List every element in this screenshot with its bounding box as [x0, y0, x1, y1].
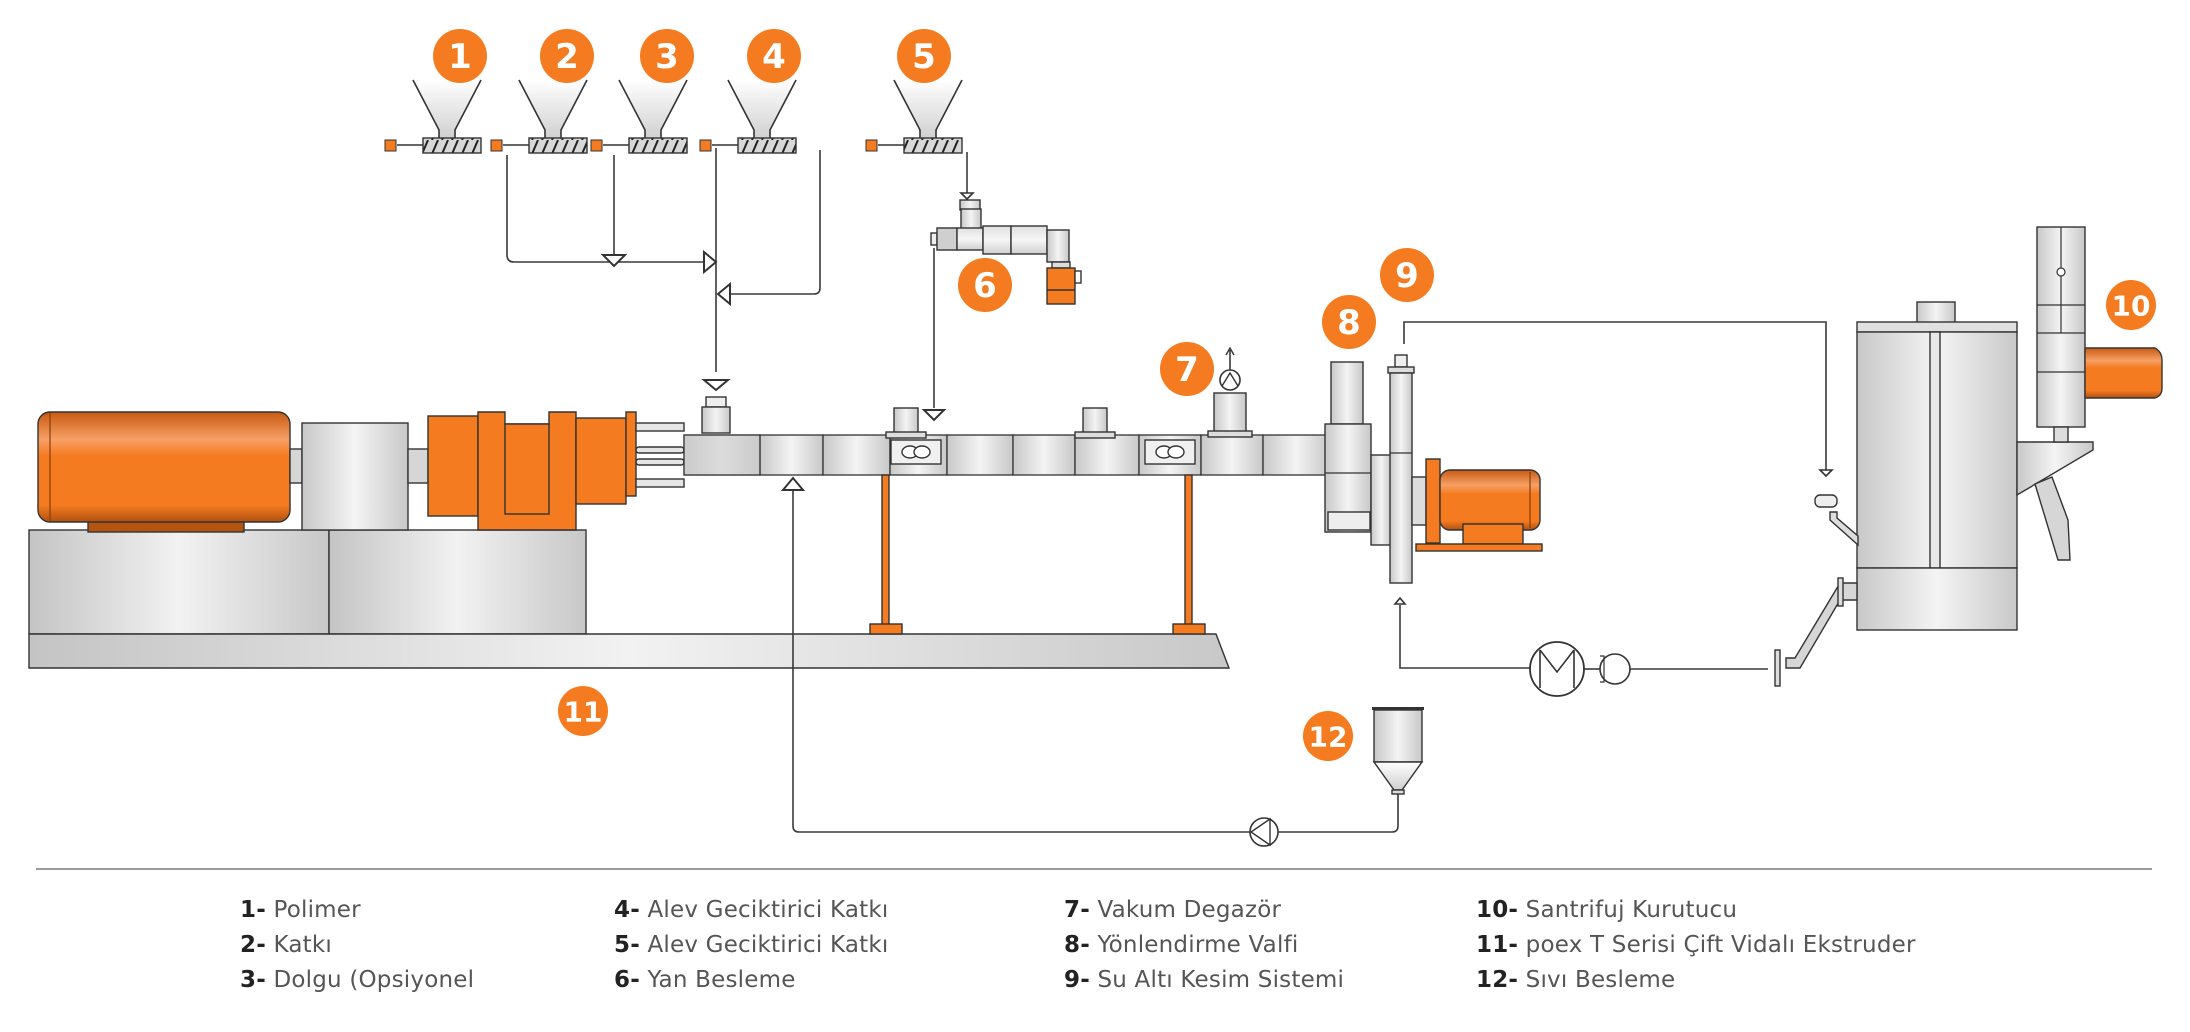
badge-number: 3: [655, 37, 679, 77]
arrow-down-icon: [921, 409, 947, 422]
dosing-feeder: [865, 79, 963, 154]
barrel-zone: [1200, 434, 1264, 476]
badge-number: 12: [1309, 721, 1348, 754]
legend-item: 2- Katkı: [240, 932, 332, 958]
legend-item: 12- Sıvı Besleme: [1476, 967, 1676, 993]
badge-number: 2: [555, 37, 579, 77]
barrel-ports: [701, 396, 1116, 439]
badge-6: 6: [958, 258, 1012, 312]
feeder-motor: [490, 139, 503, 152]
legend-item: 5- Alev Geciktirici Katkı: [614, 932, 889, 958]
vacuum-degassing: [1207, 346, 1253, 438]
feed-lines: [506, 148, 975, 422]
barrel-zone: [1262, 434, 1330, 476]
feeder-motor: [590, 139, 603, 152]
arrow-down-icon: [959, 192, 975, 201]
badge-2: 2: [540, 29, 594, 83]
dosing-feeder: [384, 79, 482, 154]
main-motor: [37, 411, 303, 533]
arrow-up-icon: [1393, 596, 1407, 605]
dosing-feeder: [490, 79, 588, 154]
legend-item: 8- Yönlendirme Valfi: [1064, 932, 1299, 958]
dosing-feeder: [590, 79, 688, 154]
badge-4: 4: [747, 29, 801, 83]
water-return-loop: [1393, 596, 1768, 697]
barrel-zone: [1074, 434, 1140, 476]
badge-5: 5: [897, 29, 951, 83]
centrifugal-dryer: [1774, 226, 2163, 687]
badge-number: 4: [762, 37, 786, 77]
arrow-right-icon: [703, 249, 718, 275]
extruder-barrel: [683, 434, 1330, 476]
arrow-up-icon: [780, 476, 806, 491]
badge-number: 9: [1395, 256, 1419, 296]
badge-number: 6: [973, 266, 997, 306]
pellet-line: [1403, 321, 1827, 470]
side-feeder: [930, 199, 1082, 305]
legend-column-2: 4- Alev Geciktirici Katkı 5- Alev Gecikt…: [614, 893, 889, 998]
legend-item: 4- Alev Geciktirici Katkı: [614, 897, 889, 923]
badge-3: 3: [640, 29, 694, 83]
liquid-pump-icon: [1249, 817, 1279, 847]
badge-number: 7: [1175, 350, 1199, 390]
arrow-down-icon: [1818, 469, 1834, 478]
legend-column-4: 10- Santrifuj Kurutucu 11- poex T Serisi…: [1476, 893, 1916, 998]
screw-windows: [890, 439, 1196, 465]
coupling-housing: [301, 422, 409, 531]
liquid-feed: [780, 476, 1424, 847]
diverter-valve: [1324, 361, 1392, 546]
badge-8: 8: [1322, 295, 1376, 349]
legend-item: 3- Dolgu (Opsiyonel: [240, 967, 475, 993]
legend-divider: [36, 868, 2152, 870]
legend-column-3: 7- Vakum Degazör 8- Yönlendirme Valfi 9-…: [1064, 893, 1344, 998]
legend-item: 7- Vakum Degazör: [1064, 897, 1282, 923]
dosing-feeder: [699, 79, 797, 154]
barrel-zone: [946, 434, 1014, 476]
barrel-zone: [822, 434, 891, 476]
badge-11: 11: [558, 686, 608, 736]
legend-item: 11- poex T Serisi Çift Vidalı Ekstruder: [1476, 932, 1916, 958]
legend-item: 10- Santrifuj Kurutucu: [1476, 897, 1738, 923]
badge-number: 10: [2112, 290, 2151, 323]
barrel-zone: [1012, 434, 1076, 476]
legend-item: 9- Su Altı Kesim Sistemi: [1064, 967, 1345, 993]
arrow-left-icon: [716, 281, 731, 307]
legend-item: 1- Polimer: [240, 897, 361, 923]
feeder-motor: [384, 139, 397, 152]
underwater-pelletizer: [1387, 354, 1543, 584]
badge-12: 12: [1303, 711, 1353, 761]
feeder-motor: [865, 139, 878, 152]
badge-number: 5: [912, 37, 936, 77]
badge-number: 11: [564, 696, 603, 729]
gearbox: [427, 411, 685, 531]
badge-7: 7: [1160, 342, 1214, 396]
badge-9: 9: [1380, 248, 1434, 302]
heat-exchanger-icon: [1529, 641, 1585, 697]
badge-number: 1: [448, 37, 472, 77]
legend-item: 6- Yan Besleme: [614, 967, 796, 993]
badge-number: 8: [1337, 303, 1361, 343]
arrow-down-icon: [600, 254, 628, 268]
extruder-base: [28, 529, 1231, 669]
arrow-down-icon: [701, 379, 731, 392]
badge-1: 1: [433, 29, 487, 83]
dosing-feeders: [384, 79, 963, 154]
legend-column-1: 1- Polimer 2- Katkı 3- Dolgu (Opsiyonel: [240, 893, 474, 998]
barrel-supports: [869, 474, 1206, 635]
badge-10: 10: [2106, 280, 2156, 330]
feeder-motor: [699, 139, 712, 152]
barrel-zone: [759, 434, 824, 476]
